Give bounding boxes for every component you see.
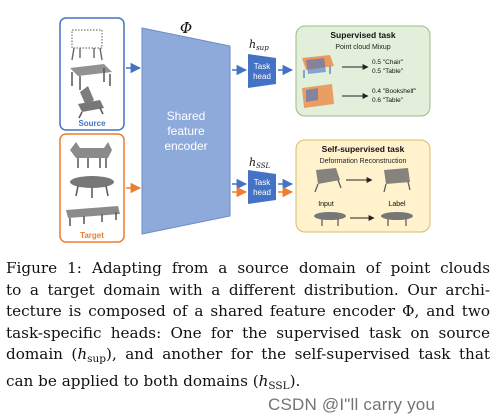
self-supervised-task-head: hSSL Task head	[248, 156, 276, 204]
shared-feature-encoder: Φ Shared feature encoder	[141, 19, 231, 235]
head-ssl-symbol: hSSL	[249, 156, 271, 170]
encoder-label-line1: Shared	[167, 109, 206, 123]
supervised-task-head: hsup Task head	[248, 38, 276, 88]
source-label: Source	[78, 119, 106, 128]
supervised-panel-subtitle: Point cloud Mixup	[335, 44, 390, 51]
ssl-input-label: Input	[318, 201, 334, 208]
architecture-figure: Source Target Φ Shared feature encoder	[59, 17, 431, 243]
deformed-chair-pointcloud	[314, 168, 342, 193]
csdn-watermark: CSDN @I"ll carry you	[268, 395, 436, 414]
caption-line-6: can be applied to both domains (hSSL).	[6, 371, 301, 392]
self-supervised-task-panel: Self-supervised task Deformation Reconst…	[295, 139, 431, 233]
mixup-pointcloud-1	[302, 55, 334, 78]
ssl-panel-title: Self-supervised task	[322, 144, 405, 154]
reconstructed-chair-pointcloud	[383, 168, 411, 193]
target-table-pointcloud	[70, 176, 114, 198]
target-domain-box: Target	[59, 133, 125, 243]
supervised-panel-title: Supervised task	[330, 30, 395, 40]
encoder-label-line2: feature	[167, 124, 205, 138]
reconstructed-table-pointcloud	[381, 212, 413, 226]
ssl-head-label-line2: head	[253, 188, 271, 197]
encoder-symbol: Φ	[180, 19, 192, 37]
mixup-label-2b: 0.6 "Table"	[372, 97, 404, 104]
sup-head-label-line2: head	[253, 72, 271, 81]
source-domain-box: Source	[59, 17, 125, 131]
figure-caption: Figure 1: Adapting from a source domain …	[6, 258, 490, 397]
source-chair2-pointcloud	[78, 86, 104, 119]
source-chair-pointcloud	[71, 29, 103, 61]
head-sup-symbol: hsup	[249, 38, 269, 52]
caption-figure-label: Figure 1:	[6, 259, 82, 277]
target-label: Target	[80, 231, 104, 240]
caption-line-3: tecture is composed of a shared feature …	[6, 302, 490, 320]
mixup-pointcloud-2	[302, 84, 334, 108]
sup-head-label-line1: Task	[254, 62, 271, 71]
encoder-label-line3: encoder	[164, 139, 207, 153]
caption-line-1: Figure 1: Adapting from a source domain …	[6, 259, 490, 277]
caption-line-2: to a target domain with a different dist…	[6, 280, 490, 299]
mixup-label-1b: 0.5 "Table"	[372, 68, 404, 75]
target-bench-pointcloud	[66, 206, 120, 226]
supervised-task-panel: Supervised task Point cloud Mixup 0.5 "C…	[295, 25, 431, 117]
ssl-head-label-line1: Task	[254, 178, 271, 187]
target-animal-pointcloud	[70, 142, 112, 168]
deformed-table-pointcloud	[314, 212, 346, 226]
ssl-output-label: Label	[388, 201, 406, 208]
caption-line-4: task-specific heads: One for the supervi…	[6, 323, 490, 342]
source-table-pointcloud	[70, 64, 112, 90]
ssl-panel-subtitle: Deformation Reconstruction	[320, 158, 407, 165]
mixup-label-1a: 0.5 "Chair"	[372, 59, 404, 66]
caption-line-5: domain (hsup), and another for the self-…	[6, 345, 490, 365]
mixup-label-2a: 0.4 "Bookshelf"	[372, 88, 417, 95]
